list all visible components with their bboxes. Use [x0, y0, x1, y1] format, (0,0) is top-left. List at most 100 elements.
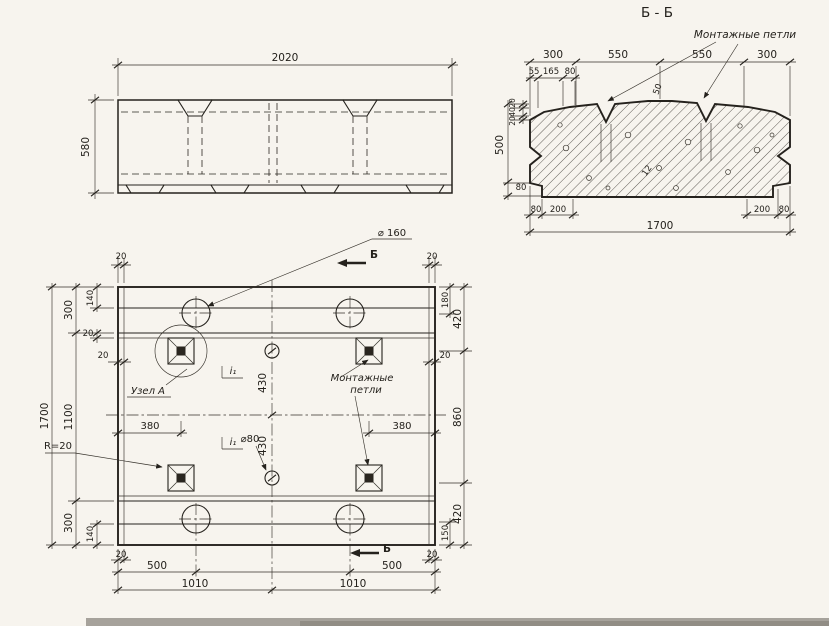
plan-axis-lines: [106, 280, 448, 594]
section-marker-top: Б: [370, 249, 378, 261]
plan-dim-420-top: 420: [452, 309, 464, 329]
section-view: Б - Б Монтажные петли: [494, 5, 796, 236]
scan-edge-artifact-dark: [300, 621, 829, 626]
section-dimension-lines: [503, 58, 796, 236]
plan-dim-420-bottom: 420: [452, 504, 464, 524]
loop-wires: [600, 123, 712, 162]
plan-loops-label-line2: петли: [350, 385, 382, 396]
detail-a-label: Узел А: [131, 386, 165, 397]
section-marker-bottom: Б: [383, 543, 391, 555]
section-dim-80-br: 80: [779, 205, 790, 215]
hole-80-label: ⌀80: [241, 434, 260, 445]
section-dim-80-top: 80: [565, 67, 576, 77]
detail-a-callout-circle: [154, 324, 208, 378]
section-cut-arrow-top: [337, 259, 347, 267]
plan-dim-1010-right: 1010: [340, 578, 367, 590]
section-stack-40: 40: [508, 107, 517, 117]
section-title: Б - Б: [641, 5, 673, 21]
hole-160-bottom-left: [181, 504, 211, 534]
slope-mark-top: i₁: [230, 366, 237, 377]
elevation-dimension-lines: [90, 61, 458, 199]
plan-inner-dims: [45, 347, 441, 482]
radius-leader: [45, 452, 163, 469]
plan-dim-500-right: 500: [382, 560, 402, 572]
loop-recess-bottom-right: [355, 464, 383, 492]
hole-160-label: ⌀ 160: [378, 228, 406, 239]
loop-recess-bottom-left: [167, 464, 195, 492]
plan-dim-500-left: 500: [147, 560, 167, 572]
section-stack-20a: 20: [508, 98, 517, 108]
support-foot: [125, 184, 165, 194]
hole-80-leader: [255, 445, 267, 471]
section-dim-55: 55: [529, 67, 540, 77]
section-dim-300-left: 300: [543, 49, 563, 61]
plan-loops-leader-1: [340, 359, 369, 378]
elevation-body: [117, 99, 453, 194]
plan-dim-20-bottom-right: 20: [427, 550, 438, 560]
plan-dim-140-top: 140: [86, 290, 96, 306]
slope-mark-bottom: i₁: [230, 437, 237, 448]
hole-160-leader: [207, 238, 412, 307]
plan-dim-20-left-b: 20: [98, 351, 109, 361]
detail-leader: [165, 368, 188, 386]
support-foot: [405, 184, 445, 194]
section-dim-200-bl: 200: [550, 205, 566, 215]
aggregate-dots: [557, 122, 775, 191]
hole-160-bottom-right: [335, 504, 365, 534]
section-dim-300-right: 300: [757, 49, 777, 61]
hole-80-bottom: [264, 470, 280, 486]
plan-dim-20-top-right: 20: [427, 252, 438, 262]
elevation-dim-height: 580: [80, 137, 92, 157]
section-dim-200-br: 200: [754, 205, 770, 215]
section-dim-1700: 1700: [647, 220, 674, 232]
plan-dim-180: 180: [441, 292, 451, 308]
loops-leader-lines: [607, 41, 739, 102]
plan-dim-380-right: 380: [392, 421, 411, 432]
plan-loops-leader-2: [354, 395, 370, 466]
hole-160-top-right: [335, 298, 365, 328]
hole-160-top-left: [181, 298, 211, 328]
plan-dim-1100: 1100: [63, 404, 75, 431]
section-dim-550-right: 550: [692, 49, 712, 61]
plan-dim-150: 150: [441, 525, 451, 541]
plan-bottom-dims: [111, 549, 442, 594]
loop-recess-top-right: [355, 337, 383, 365]
plan-dim-20-top-left: 20: [116, 252, 127, 262]
section-stack-20b: 20: [508, 116, 517, 126]
plan-dim-1700: 1700: [39, 403, 51, 430]
section-dim-50: 50: [652, 83, 665, 97]
plan-dim-860: 860: [452, 407, 464, 427]
plan-top-dims: [111, 238, 442, 307]
section-dim-80-side: 80: [516, 183, 527, 193]
plan-dim-20-left-a: 20: [83, 329, 94, 339]
plan-dim-20-right-mid: 20: [440, 351, 451, 361]
plan-dim-430-bottom: 430: [257, 436, 269, 456]
elevation-extension-lines: [88, 58, 453, 194]
plan-dim-380-left: 380: [140, 421, 159, 432]
plan-dim-430-top: 430: [257, 373, 269, 393]
plan-body: [117, 286, 436, 546]
plan-loops-label-line1: Монтажные: [331, 373, 394, 384]
loop-recess-top-left: [167, 337, 195, 365]
mounting-loops-label: Монтажные петли: [694, 29, 796, 41]
plan-dim-300-top: 300: [63, 300, 75, 320]
plan-dim-140-bottom: 140: [86, 526, 96, 542]
plan-dim-20-bottom-left: 20: [116, 550, 127, 560]
plan-right-dims: [423, 283, 472, 549]
concrete-cross-section: [529, 100, 791, 198]
loop-recess-left: [177, 99, 213, 117]
support-foot: [300, 184, 340, 194]
support-foot: [210, 184, 250, 194]
section-dim-500: 500: [494, 135, 506, 155]
section-cut-arrow-bottom: [350, 549, 360, 557]
elevation-view: 2020 580: [80, 52, 458, 199]
loop-recess-right: [342, 99, 378, 117]
section-extension-lines: [503, 66, 791, 236]
radius-label: R=20: [44, 441, 72, 452]
section-dim-550-left: 550: [608, 49, 628, 61]
plan-dim-1010-left: 1010: [182, 578, 209, 590]
section-dim-80-bl: 80: [531, 205, 542, 215]
plan-left-dims: [46, 283, 131, 549]
plan-dim-300-bottom: 300: [63, 513, 75, 533]
